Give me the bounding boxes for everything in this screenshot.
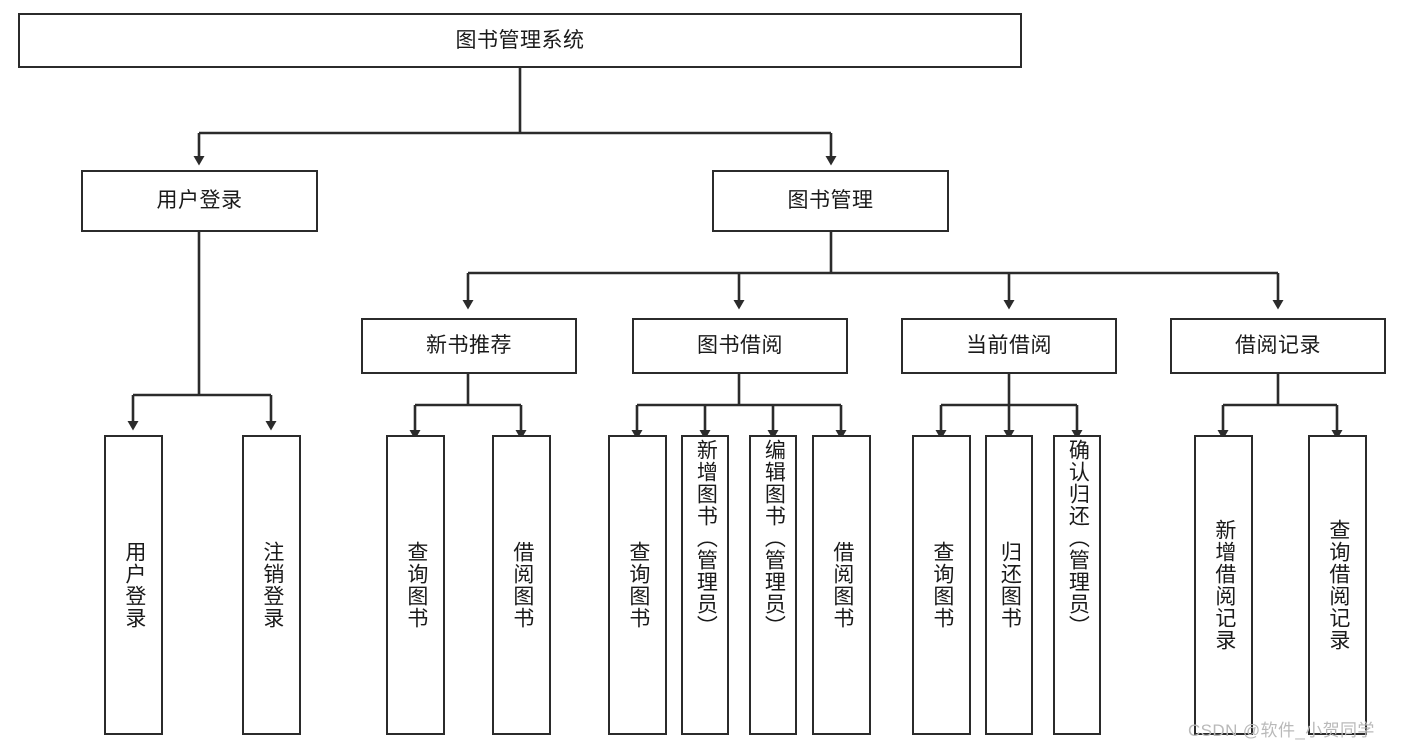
node-label: 新书推荐	[426, 334, 512, 358]
leaf-user-login-signout[interactable]: 注销登录	[242, 435, 301, 735]
leaf-current-borrow-return-books[interactable]: 归还图书	[985, 435, 1033, 735]
node-label: 当前借阅	[966, 334, 1052, 358]
node-label: 查询借阅记录	[1326, 519, 1350, 651]
node-label: 新增借阅记录	[1212, 519, 1236, 651]
node-label: 归还图书	[998, 541, 1022, 629]
node-book-management[interactable]: 图书管理	[712, 170, 949, 232]
leaf-new-book-borrow-books[interactable]: 借阅图书	[492, 435, 551, 735]
node-label: 用户登录	[122, 541, 146, 629]
node-label: 编辑图书（管理员）	[762, 439, 786, 637]
node-label: 查询图书	[930, 541, 954, 629]
node-new-book-recommend[interactable]: 新书推荐	[361, 318, 577, 374]
leaf-current-borrow-confirm-return-admin[interactable]: 确认归还（管理员）	[1053, 435, 1101, 735]
leaf-book-borrow-edit-book-admin[interactable]: 编辑图书（管理员）	[749, 435, 797, 735]
node-label: 查询图书	[626, 541, 650, 629]
node-book-borrow[interactable]: 图书借阅	[632, 318, 848, 374]
node-label: 借阅图书	[510, 541, 534, 629]
leaf-new-book-query-books[interactable]: 查询图书	[386, 435, 445, 735]
leaf-borrow-records-query-record[interactable]: 查询借阅记录	[1308, 435, 1367, 735]
leaf-book-borrow-add-book-admin[interactable]: 新增图书（管理员）	[681, 435, 729, 735]
leaf-user-login-signin[interactable]: 用户登录	[104, 435, 163, 735]
node-label: 确认归还（管理员）	[1066, 439, 1090, 637]
node-label: 图书管理	[787, 189, 874, 213]
node-root-book-management-system[interactable]: 图书管理系统	[18, 13, 1022, 68]
leaf-current-borrow-query-books[interactable]: 查询图书	[912, 435, 971, 735]
node-label: 借阅图书	[830, 541, 854, 629]
node-label: 用户登录	[156, 189, 243, 213]
node-label: 借阅记录	[1235, 334, 1321, 358]
node-label: 图书管理系统	[455, 28, 585, 52]
leaf-borrow-records-add-record[interactable]: 新增借阅记录	[1194, 435, 1253, 735]
node-borrow-records[interactable]: 借阅记录	[1170, 318, 1386, 374]
node-label: 新增图书（管理员）	[694, 439, 718, 637]
node-label: 图书借阅	[697, 334, 783, 358]
leaf-book-borrow-query-books[interactable]: 查询图书	[608, 435, 667, 735]
node-label: 注销登录	[260, 541, 284, 629]
node-label: 查询图书	[404, 541, 428, 629]
watermark: CSDN @软件_小贺同学	[1188, 721, 1375, 740]
leaf-book-borrow-borrow-books[interactable]: 借阅图书	[812, 435, 871, 735]
node-user-login[interactable]: 用户登录	[81, 170, 318, 232]
node-current-borrow[interactable]: 当前借阅	[901, 318, 1117, 374]
